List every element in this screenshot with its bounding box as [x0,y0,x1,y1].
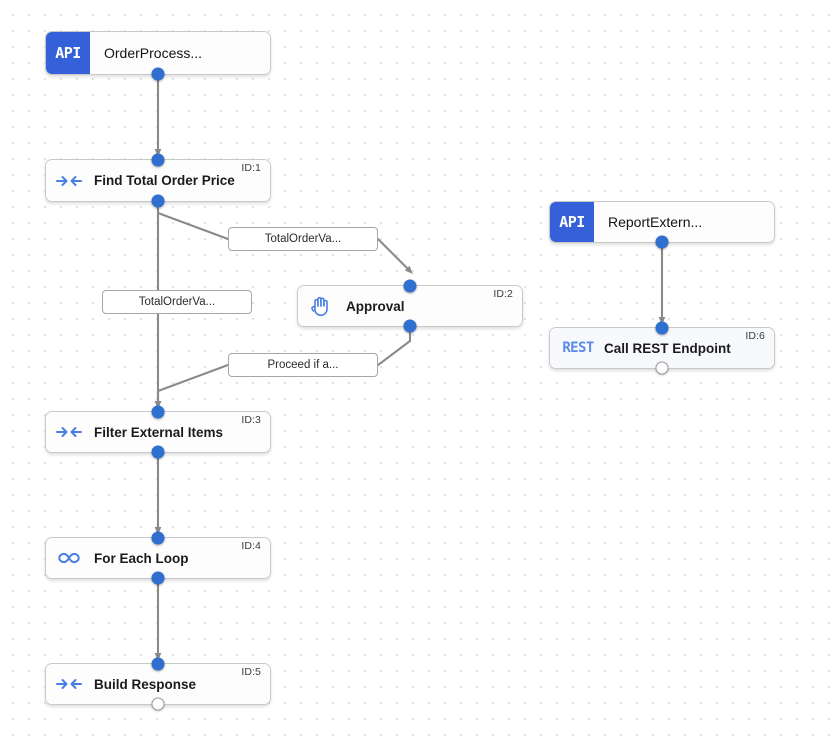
node-find-total-order-price[interactable]: Find Total Order Price ID:1 [45,153,271,208]
input-port[interactable] [151,531,165,545]
node-title: OrderProcess... [104,45,203,61]
merge-arrows-icon [46,676,92,692]
node-title: Build Response [94,676,197,692]
output-port[interactable] [151,697,165,711]
node-order-process[interactable]: API OrderProcess... [45,31,271,81]
input-port[interactable] [151,405,165,419]
hand-icon [298,295,344,317]
input-port[interactable] [151,153,165,167]
output-port[interactable] [151,67,165,81]
node-build-response[interactable]: Build Response ID:5 [45,657,271,711]
rest-tag-icon: REST [562,340,594,356]
node-id-label: ID:5 [241,666,261,678]
merge-arrows-icon [46,424,92,440]
node-report-extern[interactable]: API ReportExtern... [549,201,775,249]
output-port[interactable] [655,235,669,249]
node-title: Filter External Items [94,424,224,440]
node-for-each-loop[interactable]: For Each Loop ID:4 [45,531,271,585]
node-id-label: ID:2 [493,288,513,300]
node-id-label: ID:6 [745,330,765,342]
output-port[interactable] [403,319,417,333]
node-title: For Each Loop [94,550,189,566]
merge-arrows-icon [46,173,92,189]
edge-label-total-order-value-lower[interactable]: TotalOrderVa... [102,290,252,314]
node-id-label: ID:4 [241,540,261,552]
input-port[interactable] [655,321,669,335]
node-id-label: ID:1 [241,162,261,174]
node-call-rest-endpoint[interactable]: REST Call REST Endpoint ID:6 [549,321,775,375]
node-title: ReportExtern... [608,214,703,230]
node-filter-external-items[interactable]: Filter External Items ID:3 [45,405,271,459]
node-title: Find Total Order Price [94,173,235,188]
output-port[interactable] [151,445,165,459]
input-port[interactable] [403,279,417,293]
api-badge-icon: API [46,32,90,74]
output-port[interactable] [151,194,165,208]
infinity-icon [46,550,92,566]
node-title: Call REST Endpoint [604,340,731,356]
edge-label-proceed-if-approved[interactable]: Proceed if a... [228,353,378,377]
output-port[interactable] [151,571,165,585]
node-id-label: ID:3 [241,414,261,426]
input-port[interactable] [151,657,165,671]
output-port[interactable] [655,361,669,375]
node-approval[interactable]: Approval ID:2 [297,279,523,333]
api-badge-icon: API [550,202,594,242]
node-title: Approval [346,298,405,314]
edge-label-total-order-value-upper[interactable]: TotalOrderVa... [228,227,378,251]
